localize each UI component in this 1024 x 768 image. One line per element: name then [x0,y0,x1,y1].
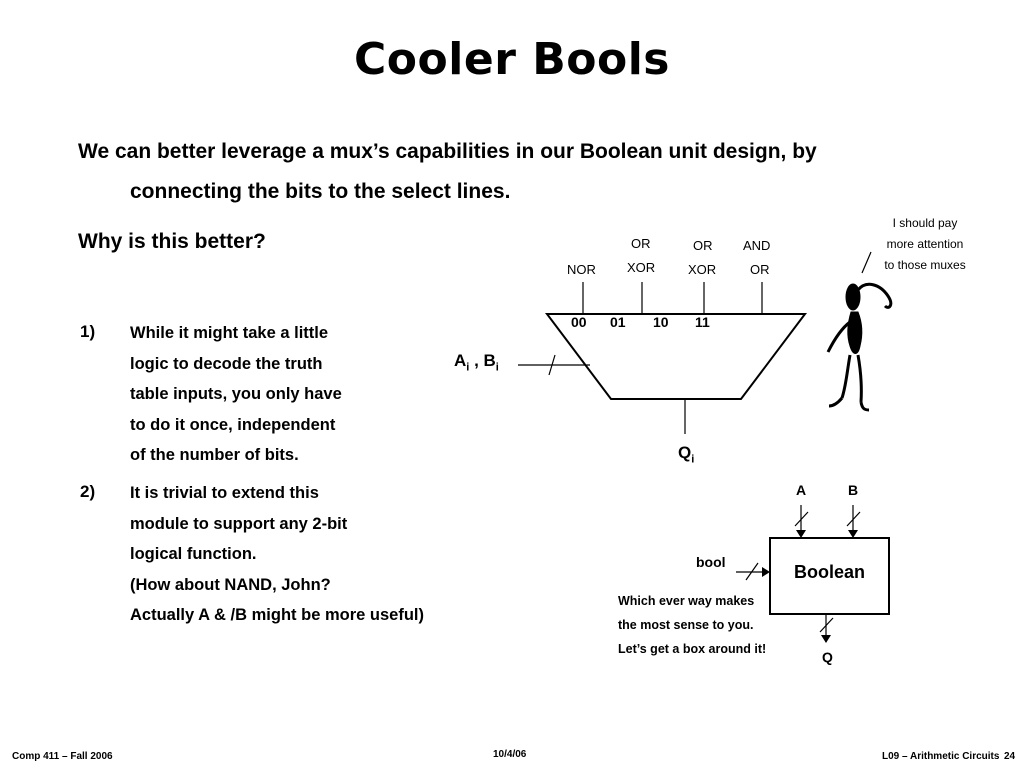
bullet-line-1: We can better leverage a mux’s capabilit… [78,140,817,163]
mux-output-label: Qi [678,443,694,465]
note-line: the most sense to you. [618,618,754,632]
list-item-line: logic to decode the truth [130,354,323,373]
stick-figure-icon [826,282,893,412]
boolean-output-q-label: Q [822,649,833,665]
note-line: Let’s get a box around it! [618,642,767,656]
mux-input-label: NOR [567,262,596,277]
footer-lecture: L09 – Arithmetic Circuits [882,751,1000,762]
slide-title: Cooler Bools [354,34,670,85]
caption-line: to those muxes [884,258,966,272]
bullet-line-2: connecting the bits to the select lines. [130,180,511,203]
boolean-input-bool-label: bool [696,554,726,570]
caption-line: I should pay [892,216,958,230]
list-item-line: (How about NAND, John? [130,575,331,594]
list-item-line: Actually A & /B might be more useful) [130,606,424,624]
note-line: Which ever way makes [618,594,755,608]
arrowhead [762,567,770,577]
caption-line: more attention [886,237,964,251]
caption-pointer [861,251,872,274]
footer-date: 10/4/06 [493,749,527,760]
list-item-1: While it might take a little logic to de… [130,318,342,471]
mux-select-input-label: Ai , Bi [454,351,499,373]
label-q: Q [678,443,692,462]
mux-shape [544,313,808,400]
mux-input-label: OR [631,236,651,251]
bus-slash [548,354,556,376]
list-number-2: 2) [80,482,96,501]
footer-page-number: 24 [1004,751,1016,762]
list-item-2: It is trivial to extend this module to s… [130,478,424,631]
bus-slash [846,511,861,527]
list-item-line: logical function. [130,545,257,563]
mux-select-code: 10 [653,314,669,330]
bus-slash [794,511,809,527]
footer-course: Comp 411 – Fall 2006 [12,751,113,762]
list-item-line: of the number of bits. [130,446,299,464]
mux-input-label: AND [743,238,771,253]
mux-select-code: 01 [610,314,626,330]
mux-select-code: 00 [571,314,587,330]
label-sep: , [469,351,484,370]
boolean-box-label: Boolean [793,562,865,582]
mux-input-label: XOR [627,260,656,275]
mux-select-code: 11 [695,314,710,330]
mux-input-label: OR [693,238,713,253]
list-item-line: table inputs, you only have [130,385,342,403]
box-note: Which ever way makes the most sense to y… [618,589,766,661]
bus-slash [745,562,759,581]
mux-input-label: OR [750,262,770,277]
arrowhead [848,530,858,538]
bullet-why-better: Why is this better? [78,230,266,253]
arrowhead [821,635,831,643]
label-b: B [483,351,496,370]
list-number-1: 1) [80,322,96,341]
boolean-input-a-label: A [796,482,807,498]
list-item-line: to do it once, independent [130,415,336,434]
mux-input-label: XOR [688,262,717,277]
list-item-line: module to support any 2-bit [130,514,348,533]
bullet-leverage-mux: We can better leverage a mux’s capabilit… [78,132,928,212]
boolean-input-b-label: B [848,482,859,498]
list-item-line: While it might take a little [130,324,329,342]
arrowhead [796,530,806,538]
stick-figure-caption: I should pay more attention to those mux… [882,213,968,276]
label-q-sub: i [691,453,695,466]
label-a-sub: i [466,361,470,374]
boolean-box [769,537,890,615]
label-b-sub: i [495,361,499,374]
bus-slash [819,617,834,633]
label-a: A [454,351,467,370]
list-item-line: It is trivial to extend this [130,484,319,502]
